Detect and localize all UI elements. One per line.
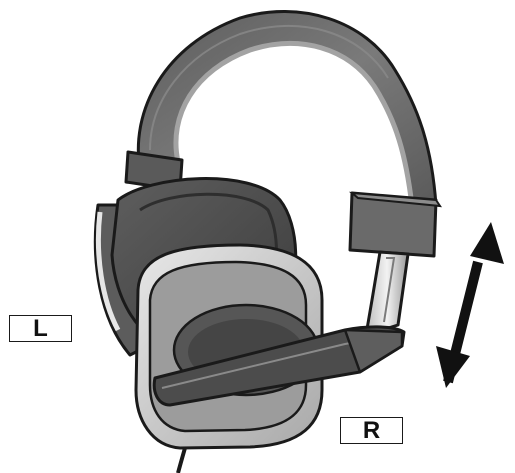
left-channel-label: L <box>9 315 72 342</box>
right-channel-label: R <box>340 417 403 444</box>
adjust-arrow-icon <box>436 222 504 388</box>
slider-metal <box>366 252 408 335</box>
